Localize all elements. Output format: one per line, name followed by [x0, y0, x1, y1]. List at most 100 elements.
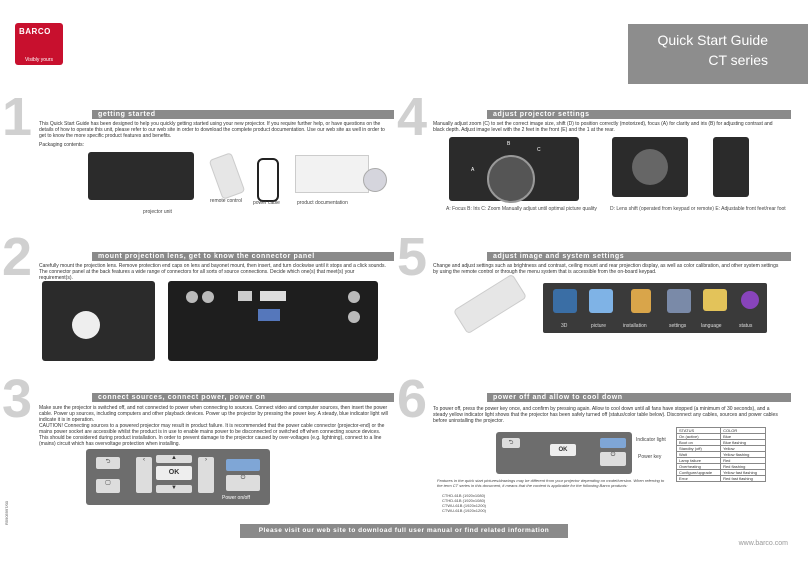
list-item: CTWU-61B (1920x1200)	[442, 503, 487, 508]
lens-shift-image	[612, 137, 688, 197]
indicator-light-icon	[226, 459, 260, 471]
section-title-5: adjust image and system settings	[487, 252, 791, 261]
caption-focus-iris-zoom: A: Focus B: Iris C: Zoom Manually adjust…	[446, 206, 597, 212]
installation-icon	[631, 289, 651, 313]
section-title-2: mount projection lens, get to know the c…	[92, 252, 394, 261]
keypad-image-small: ⮌ OK ⏻	[496, 432, 632, 474]
section-title-6: power off and allow to cool down	[487, 393, 791, 402]
table-cell: Error	[675, 475, 722, 482]
section-text-2: Carefully mount the projection lens. Rem…	[39, 263, 386, 281]
dvi-port-icon	[260, 291, 286, 301]
website-link[interactable]: www.barco.com	[738, 540, 788, 547]
section-text-1: This Quick Start Guide has been designed…	[39, 121, 385, 139]
bnc-connector-icon	[202, 291, 214, 303]
section-text-5: Change and adjust settings such as brigh…	[433, 263, 779, 275]
cd-image	[363, 168, 387, 192]
lens-mount-image	[42, 281, 155, 361]
settings-icon	[667, 289, 691, 313]
language-icon	[703, 289, 727, 311]
brand-name: BARCO	[19, 27, 51, 36]
mark-b: B	[507, 141, 511, 147]
model-list: CTHD-61B (1920x1080) CTHD-61B (1920x1080…	[442, 493, 486, 513]
indicator-light-label: Indicator light	[636, 437, 666, 443]
menu-key-icon: ▢	[96, 479, 120, 493]
footer-banner: Please visit our web site to download fu…	[240, 524, 568, 538]
lens-icon	[487, 155, 535, 203]
model-note: Features in the quick start pictures/dra…	[437, 478, 665, 488]
label-remote-control: remote control	[210, 198, 242, 204]
header-box: Quick Start Guide CT series	[628, 24, 808, 84]
menu-label-3d: 3D	[561, 323, 568, 329]
down-key-icon: ▼	[156, 485, 192, 493]
section-text-3: Make sure the projector is switched off,…	[39, 405, 388, 423]
keypad-image: ⮌ ▢ ▲ OK ▼ › ‹ ⏻ Power on/off	[86, 449, 270, 505]
lens-adjust-image: A B C	[449, 137, 579, 203]
bnc-connector-icon	[348, 291, 360, 303]
bnc-connector-icon	[186, 291, 198, 303]
menu-label-settings: settings	[669, 323, 687, 329]
section-text-4: Manually adjust zoom (C) to set the corr…	[433, 121, 773, 133]
ok-key: OK	[550, 444, 576, 456]
section-number-6: 6	[397, 369, 428, 429]
back-key-icon: ⮌	[502, 438, 520, 448]
section-number-4: 4	[397, 87, 428, 147]
caption-shift-feet: D: Lens shift (operated from keypad or r…	[610, 206, 786, 212]
power-key-icon: ⏻	[226, 475, 260, 491]
menu-label-status: status	[739, 323, 753, 329]
rj45-port-icon	[238, 291, 252, 301]
section-number-1: 1	[2, 87, 33, 147]
section-number-5: 5	[397, 227, 428, 287]
mark-a: A	[471, 167, 475, 173]
brand-logo: BARCO Visibly yours	[15, 23, 63, 65]
remote-control-image	[452, 273, 528, 335]
menu-label-installation: installation	[623, 323, 647, 329]
status-icon	[741, 291, 759, 309]
section-title-4: adjust projector settings	[487, 110, 791, 119]
power-key-label: Power on/off	[222, 495, 250, 501]
page-subtitle: CT series	[708, 52, 768, 68]
section-title-3: connect sources, connect power, power on	[92, 393, 394, 402]
power-key-label: Power key	[638, 454, 662, 460]
bnc-connector-icon	[348, 311, 360, 323]
document-code: R5905997/00	[4, 500, 9, 525]
section-text-6: To power off, press the power key once, …	[433, 406, 778, 424]
right-key-icon: ›	[198, 457, 214, 493]
section-number-2: 2	[2, 227, 33, 287]
projector-unit-image	[88, 152, 194, 200]
3d-icon	[553, 289, 577, 313]
back-key-icon: ⮌	[96, 457, 120, 469]
connector-panel-image	[168, 281, 378, 361]
label-power-cable: power cable	[253, 200, 280, 206]
ok-key: OK	[156, 466, 192, 480]
list-item: CTHD-61B (1920x1080)	[442, 498, 486, 503]
mark-c: C	[537, 147, 541, 153]
page-title: Quick Start Guide	[657, 32, 769, 48]
label-product-documentation: product documentation	[297, 200, 348, 206]
table-cell: Red fast flashing	[720, 475, 766, 482]
power-cable-image	[257, 158, 279, 202]
section-title-1: getting started	[92, 110, 394, 119]
packaging-label: Packaging contents:	[39, 142, 85, 148]
section-caution-3: CAUTION! Connecting sources to a powered…	[39, 423, 385, 447]
up-key-icon: ▲	[156, 455, 192, 463]
picture-icon	[589, 289, 613, 313]
list-item: CTHD-61B (1920x1080)	[442, 493, 486, 498]
list-item: CTWU-61B (1920x1200)	[442, 508, 487, 513]
brand-tagline: Visibly yours	[25, 57, 53, 63]
documentation-image	[295, 155, 369, 193]
menu-label-language: language	[701, 323, 722, 329]
vga-port-icon	[258, 309, 280, 321]
power-key-icon: ⏻	[600, 452, 626, 466]
section-number-3: 3	[2, 369, 33, 429]
adjustable-feet-image	[713, 137, 749, 197]
menu-icon-strip: 3D picture installation settings languag…	[543, 283, 767, 333]
indicator-light-icon	[600, 438, 626, 448]
menu-label-picture: picture	[591, 323, 607, 329]
mount-arrow-icon	[72, 311, 100, 339]
label-projector-unit: projector unit	[143, 209, 172, 215]
left-key-icon: ‹	[136, 457, 152, 493]
shift-lens-icon	[632, 149, 668, 185]
remote-control-image	[208, 152, 246, 200]
